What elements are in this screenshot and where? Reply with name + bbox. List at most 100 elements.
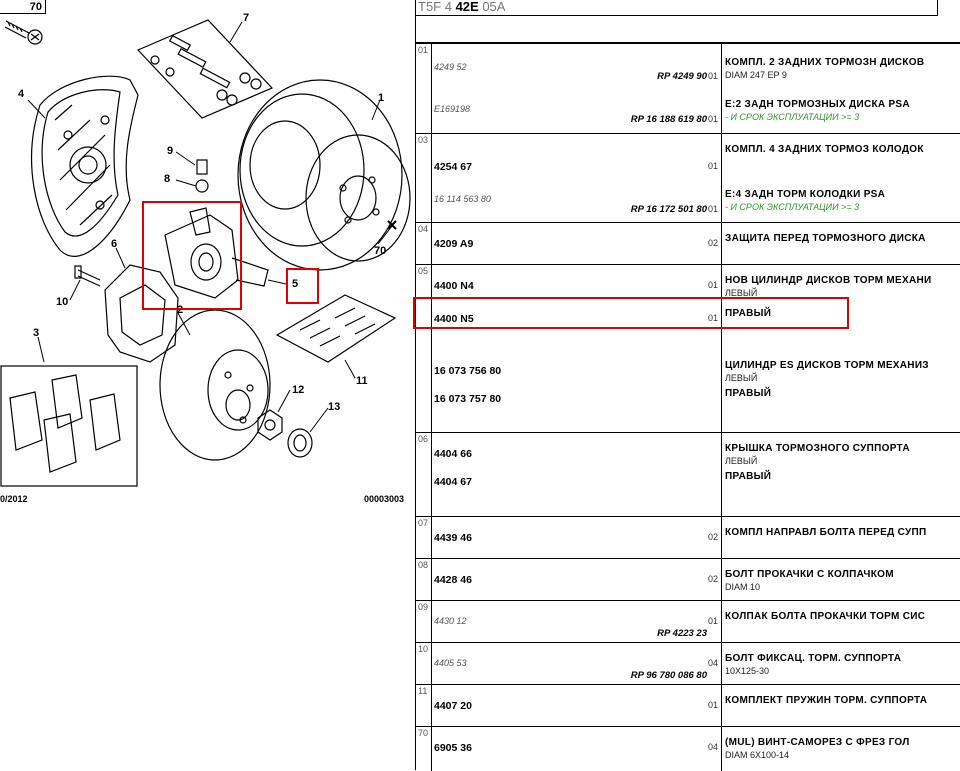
column-divider-desc	[721, 685, 722, 727]
replacement-reference: RP 96 780 086 80	[630, 670, 707, 681]
bracket-drawing	[74, 264, 179, 363]
row-number: 05	[418, 266, 429, 276]
callout-2: 2	[177, 304, 184, 316]
table-row: 06 4404 66 КРЫШКА ТОРМОЗНОГО СУППОРТА ЛЕВЫЙ…	[416, 432, 960, 517]
column-divider-desc	[721, 517, 722, 559]
brake-drawing	[0, 19, 411, 487]
column-divider-no	[431, 559, 432, 601]
part-reference: 4400 N5	[434, 313, 474, 325]
quantity: 02	[708, 574, 719, 584]
part-reference: E169198	[434, 104, 471, 114]
part-reference: 16 114 563 80	[434, 194, 491, 204]
callout-6: 6	[111, 238, 118, 250]
replacement-reference: RP 4249 90	[657, 71, 707, 82]
part-description-detail: DIAM 247 EP 9	[725, 70, 787, 80]
part-description: ПРАВЫЙ	[725, 471, 772, 482]
corner-part-number: 70	[0, 0, 46, 14]
part-description: ПРАВЫЙ	[725, 388, 772, 399]
quantity: 01	[708, 204, 719, 214]
quantity: 01	[708, 616, 719, 626]
column-divider-no	[431, 134, 432, 223]
callout-13: 13	[328, 401, 341, 413]
part-description: ПРАВЫЙ	[725, 308, 772, 319]
drawing-number: 00003003	[364, 494, 405, 504]
part-description: КОМПЛЕКТ ПРУЖИН ТОРМ. СУППОРТА	[725, 695, 928, 706]
part-reference: 4407 20	[434, 700, 472, 712]
part-description: КОЛПАК БОЛТА ПРОКАЧКИ ТОРМ СИС	[725, 611, 926, 622]
callout-8: 8	[164, 173, 171, 185]
column-divider-no	[431, 433, 432, 517]
callout-11: 11	[356, 375, 368, 387]
hub-nut-drawing	[257, 409, 313, 458]
row-number: 06	[418, 434, 429, 444]
column-divider-no	[431, 517, 432, 559]
diagram-date: 0/2012	[0, 494, 28, 504]
part-description-detail: ЛЕВЫЙ	[725, 288, 758, 298]
table-row: 05 4400 N4 01 НОВ ЦИЛИНДР ДИСКОВ ТОРМ МЕХАН…	[416, 264, 960, 433]
spring-kit-drawing	[275, 294, 397, 363]
part-description: E:4 ЗАДН ТОРМ КОЛОДКИ PSA	[725, 189, 886, 200]
column-divider-desc	[721, 223, 722, 265]
column-divider-no	[431, 223, 432, 265]
callout-70: 70	[374, 245, 387, 257]
part-description: ЗАЩИТА ПЕРЕД ТОРМОЗНОГО ДИСКА	[725, 233, 926, 244]
quantity: 01	[708, 280, 719, 290]
row-number: 03	[418, 135, 429, 145]
screw-70-drawing	[4, 20, 43, 45]
callout-12: 12	[292, 384, 305, 396]
column-divider-desc	[721, 643, 722, 685]
part-description: КРЫШКА ТОРМОЗНОГО СУППОРТА	[725, 443, 910, 454]
part-description: НОВ ЦИЛИНДР ДИСКОВ ТОРМ МЕХАНИ	[725, 275, 932, 286]
quantity: 01	[708, 313, 719, 323]
part-description: E:2 ЗАДН ТОРМОЗНЫХ ДИСКА PSA	[725, 99, 910, 110]
column-divider-desc	[721, 727, 722, 771]
row-number: 01	[418, 45, 429, 55]
row-number: 09	[418, 602, 429, 612]
validity-note: - И СРОК ЭКСПЛУАТАЦИИ >= 3	[725, 202, 860, 212]
callout-5: 5	[292, 278, 299, 290]
quantity: 02	[708, 238, 719, 248]
part-reference: 16 073 757 80	[434, 393, 502, 405]
part-description-detail: ЛЕВЫЙ	[725, 456, 758, 466]
quantity: 04	[708, 742, 719, 752]
quantity: 01	[708, 700, 719, 710]
column-divider-no	[431, 643, 432, 685]
table-row: 04 4209 A9 02 ЗАЩИТА ПЕРЕД ТОРМОЗНОГО ДИСКА	[416, 222, 960, 265]
column-divider-desc	[721, 44, 722, 134]
pads-box-drawing	[0, 365, 138, 487]
row-number: 07	[418, 518, 429, 528]
catalog-code-header: T5F 4 42E 05A	[416, 0, 938, 16]
part-description: КОМПЛ НАПРАВЛ БОЛТА ПЕРЕД СУПП	[725, 527, 927, 538]
column-divider-desc	[721, 265, 722, 433]
part-reference: 4404 66	[434, 448, 472, 460]
callout-4: 4	[18, 88, 25, 100]
part-description: КОМПЛ. 2 ЗАДНИХ ТОРМОЗН ДИСКОВ	[725, 57, 925, 68]
part-reference: 16 073 756 80	[434, 365, 502, 377]
part-description: ЦИЛИНДР ES ДИСКОВ ТОРМ МЕХАНИЗ	[725, 360, 929, 371]
part-description: БОЛТ ПРОКАЧКИ С КОЛПАЧКОМ	[725, 569, 894, 580]
part-reference: 4405 53	[434, 658, 467, 668]
part-description: (MUL) ВИНТ-САМОРЕЗ С ФРЕЗ ГОЛ	[725, 737, 910, 748]
row-number: 11	[418, 686, 428, 696]
part-reference: 4404 67	[434, 476, 472, 488]
part-description-detail: DIAM 6X100-14	[725, 750, 790, 760]
part-reference: 4254 67	[434, 161, 472, 173]
column-divider-desc	[721, 601, 722, 643]
callout-9: 9	[167, 145, 174, 157]
quantity: 01	[708, 114, 719, 124]
rear-disc-drawing	[237, 79, 411, 271]
highlight-callout-5	[286, 268, 319, 304]
replacement-reference: RP 16 172 501 80	[630, 204, 707, 215]
part-reference: 4400 N4	[434, 280, 474, 292]
row-number: 70	[418, 728, 429, 738]
column-divider-no	[431, 265, 432, 433]
replacement-reference: RP 4223 23	[657, 628, 707, 639]
part-reference: 4209 A9	[434, 238, 474, 250]
quantity: 01	[708, 71, 719, 81]
row-number: 04	[418, 224, 429, 234]
